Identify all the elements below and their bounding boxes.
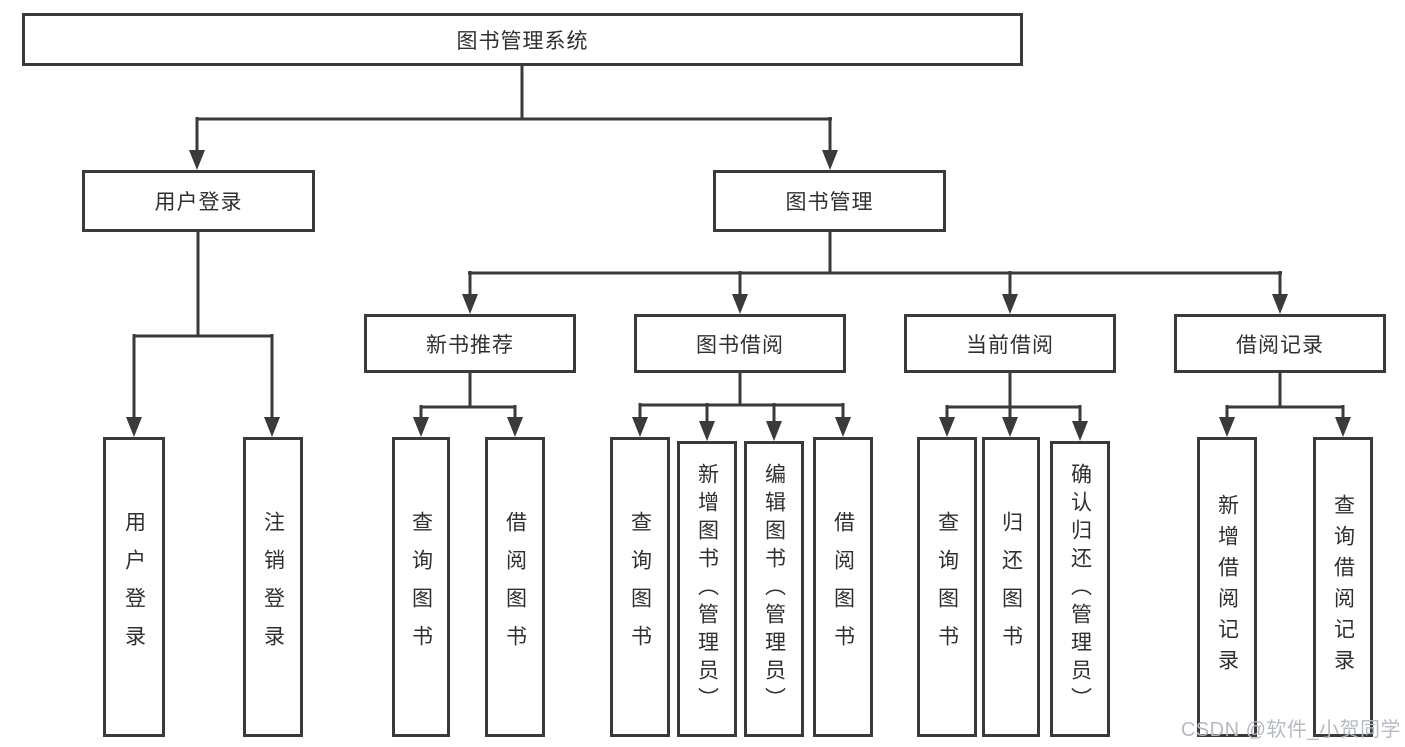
node-root-label: 图书管理系统 <box>456 29 589 53</box>
leaf-newbook-query-books-label: 查询图书 <box>409 511 433 663</box>
leaf-borrow-borrow-books-label: 借阅图书 <box>831 511 855 663</box>
connector-borrow-records-branch <box>1225 373 1345 419</box>
node-new-book-recommend: 新书推荐 <box>364 314 576 373</box>
connector-root-to-level2 <box>195 66 832 152</box>
arrowheads-current-borrow-leaves <box>939 417 1088 441</box>
leaf-borrow-query-books-label: 查询图书 <box>628 511 652 663</box>
node-root: 图书管理系统 <box>22 13 1023 66</box>
leaf-add-books-admin: 新增图书（管理员） <box>677 441 737 737</box>
arrowheads-user-login-leaves <box>126 417 280 437</box>
leaf-return-books-label: 归还图书 <box>999 511 1023 663</box>
leaf-borrow-query-books: 查询图书 <box>610 437 670 737</box>
arrowheads-book-borrow-leaves <box>632 417 851 441</box>
node-book-borrow: 图书借阅 <box>634 314 846 373</box>
leaf-borrow-borrow-books: 借阅图书 <box>813 437 873 737</box>
arrowheads-level2 <box>189 150 838 170</box>
leaf-add-borrow-record: 新增借阅记录 <box>1197 437 1257 737</box>
node-user-login-label: 用户登录 <box>154 191 243 214</box>
leaf-edit-books-admin-label: 编辑图书（管理员） <box>762 463 786 715</box>
leaf-newbook-borrow-books-label: 借阅图书 <box>503 511 527 663</box>
leaf-user-login-label: 用户登录 <box>122 511 146 663</box>
leaf-user-login: 用户登录 <box>103 437 165 737</box>
node-new-book-recommend-label: 新书推荐 <box>426 333 514 357</box>
connector-book-borrow-branch <box>638 373 845 423</box>
watermark-text: CSDN @软件_小贺同学 <box>1180 719 1401 741</box>
leaf-query-borrow-record: 查询借阅记录 <box>1313 437 1373 737</box>
leaf-add-borrow-record-label: 新增借阅记录 <box>1215 494 1239 680</box>
leaf-add-books-admin-label: 新增图书（管理员） <box>695 463 719 715</box>
connector-current-borrow-branch <box>945 373 1082 423</box>
leaf-logout: 注销登录 <box>243 437 303 737</box>
leaf-logout-label: 注销登录 <box>261 511 285 663</box>
node-current-borrow: 当前借阅 <box>904 314 1116 373</box>
leaf-return-books: 归还图书 <box>982 437 1040 737</box>
leaf-current-query-books-label: 查询图书 <box>935 511 959 663</box>
leaf-current-query-books: 查询图书 <box>917 437 977 737</box>
leaf-query-borrow-record-label: 查询借阅记录 <box>1331 494 1355 680</box>
connector-user-login-branch <box>132 232 274 419</box>
node-book-management: 图书管理 <box>713 170 946 232</box>
node-user-login: 用户登录 <box>82 170 315 232</box>
leaf-newbook-query-books: 查询图书 <box>392 437 450 737</box>
node-borrow-records: 借阅记录 <box>1174 314 1386 373</box>
node-book-management-label: 图书管理 <box>785 191 874 214</box>
node-current-borrow-label: 当前借阅 <box>966 333 1054 357</box>
connector-book-management-branch <box>468 232 1282 296</box>
leaf-confirm-return-admin: 确认归还（管理员） <box>1050 441 1110 737</box>
node-borrow-records-label: 借阅记录 <box>1236 333 1324 357</box>
arrowheads-level3 <box>462 294 1288 314</box>
connector-new-book-branch <box>419 373 517 419</box>
leaf-newbook-borrow-books: 借阅图书 <box>485 437 545 737</box>
leaf-edit-books-admin: 编辑图书（管理员） <box>744 441 804 737</box>
leaf-confirm-return-admin-label: 确认归还（管理员） <box>1068 463 1092 715</box>
arrowheads-borrow-records-leaves <box>1219 417 1351 437</box>
arrowheads-new-book-leaves <box>413 417 523 437</box>
node-book-borrow-label: 图书借阅 <box>696 333 784 357</box>
